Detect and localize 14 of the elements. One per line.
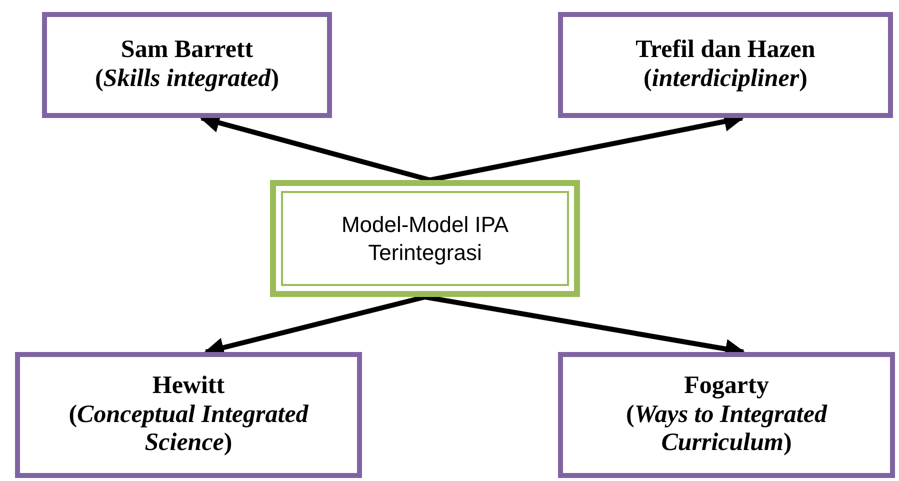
double-border-box bbox=[270, 180, 580, 297]
box-text: (Ways to Integrated Curriculum) bbox=[625, 400, 828, 458]
box-heading: Trefil dan Hazen bbox=[636, 36, 816, 65]
box-text: (Skills integrated) bbox=[94, 65, 280, 94]
concept-box bbox=[15, 352, 362, 478]
box-text: (Conceptual Integrated Science) bbox=[68, 400, 310, 458]
box-heading: Hewitt bbox=[152, 372, 225, 401]
box-heading: Sam Barrett bbox=[120, 36, 254, 65]
concept-box bbox=[558, 352, 895, 478]
box-heading: Fogarty bbox=[684, 372, 769, 401]
box-text: (interdicipliner) bbox=[644, 65, 808, 94]
box-text: Model-Model IPA Terintegrasi bbox=[340, 211, 510, 266]
concept-box bbox=[558, 12, 893, 118]
concept-box bbox=[42, 12, 332, 118]
